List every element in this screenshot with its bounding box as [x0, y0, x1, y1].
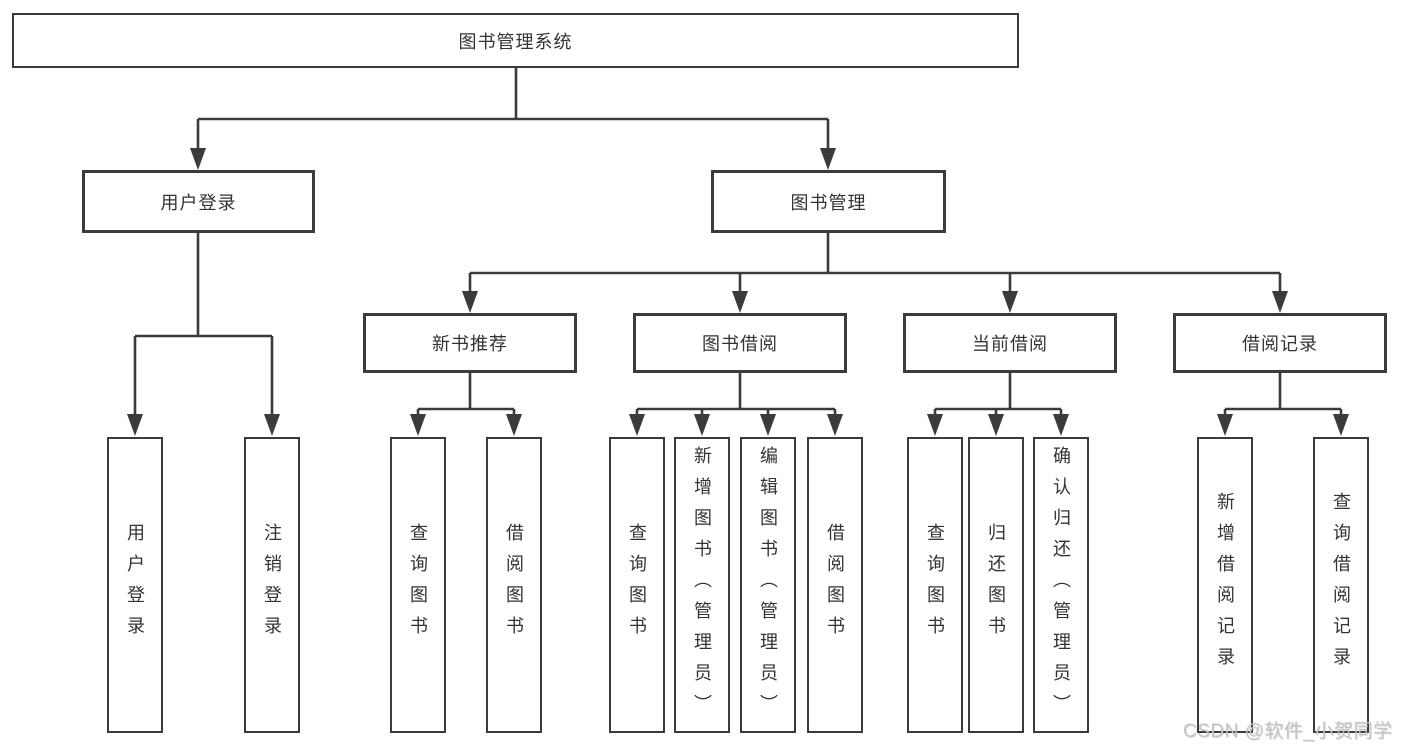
- leaf-label: 用户登录: [125, 523, 145, 647]
- leaf-add-books-admin: 新增图书（管理员）: [674, 437, 730, 733]
- node-book-management: 图书管理: [711, 170, 946, 233]
- leaf-borrow-books-recommend: 借阅图书: [486, 437, 542, 733]
- leaf-edit-books-admin: 编辑图书（管理员）: [740, 437, 796, 733]
- node-label: 新书推荐: [432, 334, 508, 354]
- node-label: 图书管理: [790, 192, 867, 213]
- node-new-book-recommendation: 新书推荐: [363, 313, 577, 373]
- leaf-label: 查询图书: [408, 523, 428, 647]
- node-current-borrowing: 当前借阅: [903, 313, 1117, 373]
- node-borrowing-records: 借阅记录: [1173, 313, 1387, 373]
- leaf-label: 归还图书: [986, 523, 1006, 647]
- watermark: CSDN @软件_小贺同学: [1183, 721, 1393, 742]
- leaf-label: 查询图书: [925, 523, 945, 647]
- node-book-borrowing: 图书借阅: [633, 313, 847, 373]
- node-label: 借阅记录: [1242, 334, 1318, 354]
- leaf-query-books-current: 查询图书: [907, 437, 963, 733]
- leaf-label: 查询借阅记录: [1331, 492, 1351, 678]
- leaf-label: 借阅图书: [825, 523, 845, 647]
- leaf-user-login: 用户登录: [107, 437, 163, 733]
- node-label: 用户登录: [160, 192, 237, 213]
- node-label: 图书借阅: [702, 334, 778, 354]
- leaf-label: 注销登录: [262, 523, 282, 647]
- leaf-borrow-books: 借阅图书: [807, 437, 863, 733]
- leaf-label: 编辑图书（管理员）: [758, 445, 778, 725]
- leaf-add-borrow-record: 新增借阅记录: [1197, 437, 1253, 733]
- leaf-label: 新增借阅记录: [1215, 492, 1235, 678]
- leaf-label: 查询图书: [627, 523, 647, 647]
- node-user-login: 用户登录: [82, 170, 315, 233]
- node-book-management-system: 图书管理系统: [12, 13, 1019, 68]
- leaf-confirm-return-admin: 确认归还（管理员）: [1033, 437, 1089, 733]
- leaf-query-borrow-record: 查询借阅记录: [1313, 437, 1369, 733]
- leaf-return-books: 归还图书: [968, 437, 1024, 733]
- leaf-logout: 注销登录: [244, 437, 300, 733]
- leaf-label: 借阅图书: [504, 523, 524, 647]
- node-label: 图书管理系统: [458, 31, 573, 52]
- leaf-label: 确认归还（管理员）: [1051, 445, 1071, 725]
- node-label: 当前借阅: [972, 334, 1048, 354]
- leaf-label: 新增图书（管理员）: [692, 445, 712, 725]
- leaf-query-books-recommend: 查询图书: [390, 437, 446, 733]
- leaf-query-books-borrow: 查询图书: [609, 437, 665, 733]
